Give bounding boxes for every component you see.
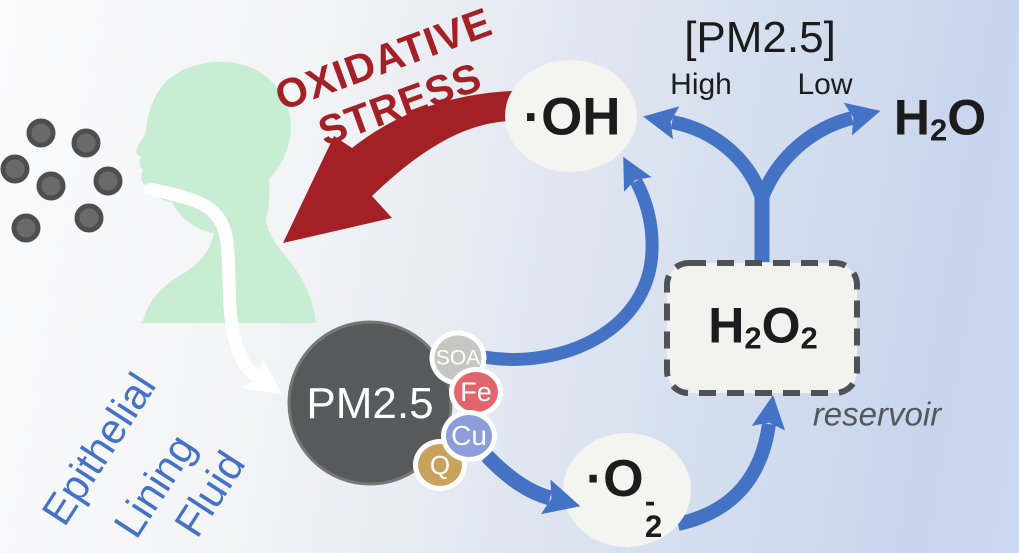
superoxide-main: ·O [585,449,644,508]
pm-component-soa-label: SOA [435,346,481,369]
particle-dot [0,154,30,184]
peroxide-h: H [708,297,745,354]
branch-arrow-low-to-h2o [755,102,881,201]
hydroxyl-bubble [505,60,637,172]
airway-arrow [144,182,283,395]
particle-dot [71,128,101,158]
oxidative-stress-arrow [283,91,512,243]
pm-component-cu: Cu [441,410,497,462]
particle-dot [36,171,66,201]
pm-to-superoxide-arrow [481,450,581,515]
particle-dot [93,166,123,196]
superoxide-sup: - [644,484,656,520]
pm25-concentration-label: [PM2.5] [684,13,836,62]
pm-component-fe: Fe [449,367,503,417]
peroxide-sub-a: 2 [744,320,762,356]
low-label: Low [797,68,853,101]
peroxide-label: H2O2 [708,301,818,354]
particle-dot [26,118,56,148]
superoxide-label: ·O-2 [585,449,662,542]
water-o: O [947,89,987,146]
particle-dot [74,203,104,233]
water-label: H2O [894,93,986,146]
pm-component-q: Q [413,439,467,491]
superoxide-sub: 2 [644,509,663,545]
h2o2-reservoir-box [664,260,860,396]
superoxide-bubble [563,433,691,547]
pm-to-hydroxyl-arrow [482,156,659,366]
pm-component-fe-label: Fe [460,376,492,407]
reservoir-label: reservoir [812,395,942,433]
pm-component-cu-label: Cu [451,420,487,451]
human-head-silhouette-icon [136,61,316,323]
hydroxyl-label: ·OH [523,87,621,147]
pm25-circle-label: PM2.5 [306,379,434,428]
superoxide-subsup: -2 [644,484,662,542]
particle-dot [11,213,41,243]
superoxide-to-h2o2-arrow [676,394,786,531]
pm-particles-cloud [0,118,123,243]
water-h: H [893,89,930,146]
peroxide-sub-b: 2 [800,320,818,356]
branch-arrow-high-to-oh [643,106,769,201]
peroxide-o: O [761,297,801,354]
water-sub: 2 [929,112,948,148]
high-label: High [670,68,732,101]
pm-component-q-label: Q [429,449,451,480]
